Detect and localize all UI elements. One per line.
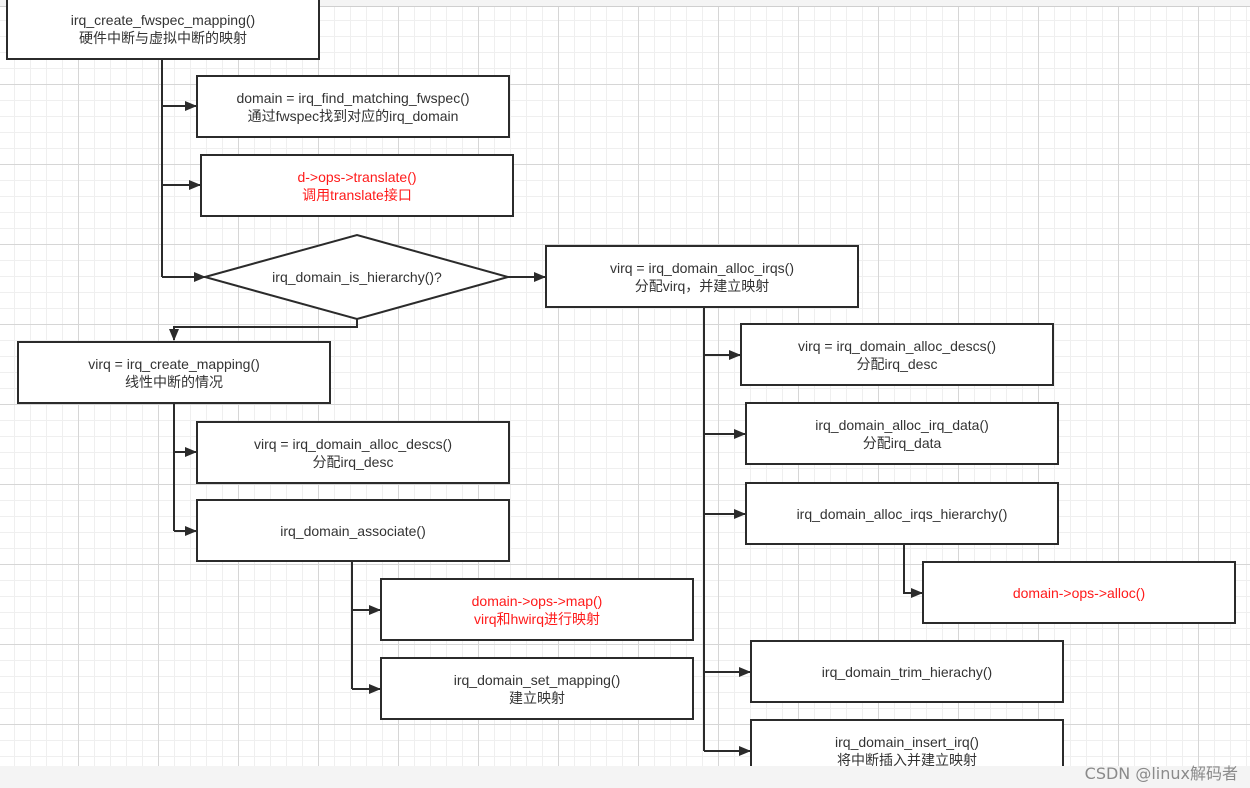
arrow-to-ops-alloc	[903, 545, 923, 598]
node-label-line1: virq = irq_domain_alloc_irqs()	[609, 259, 795, 276]
node-irq-domain-alloc-irq-data[interactable]: irq_domain_alloc_irq_data() 分配irq_data	[745, 402, 1059, 465]
canvas-bottom-bar	[0, 766, 1250, 788]
node-irq-domain-set-mapping[interactable]: irq_domain_set_mapping() 建立映射	[380, 657, 694, 720]
node-label-line1: irq_domain_alloc_irq_data()	[815, 416, 989, 433]
node-ops-translate[interactable]: d->ops->translate() 调用translate接口	[200, 154, 514, 217]
node-label-line2: 分配irq_desc	[856, 355, 938, 372]
decision-diamond	[201, 233, 512, 321]
node-label-line1: domain = irq_find_matching_fwspec()	[236, 89, 470, 106]
decision-label-irq-domain-is-hierarchy[interactable]: irq_domain_is_hierarchy()?	[230, 262, 484, 292]
node-label-line1: irq_domain_alloc_irqs_hierarchy()	[796, 505, 1008, 522]
node-label-line1: irq_domain_associate()	[280, 522, 426, 539]
node-label-line2: 将中断插入并建立映射	[837, 751, 977, 768]
decision-label-text: irq_domain_is_hierarchy()?	[272, 269, 442, 285]
node-label-line1: domain->ops->alloc()	[1012, 584, 1146, 601]
node-label-line2: 调用translate接口	[302, 186, 412, 203]
node-label-line2: 分配irq_data	[862, 434, 942, 451]
arrow-to-create-mapping	[169, 319, 358, 341]
node-label-line2: 分配virq，并建立映射	[634, 277, 770, 294]
node-irq-create-fwspec-mapping[interactable]: irq_create_fwspec_mapping() 硬件中断与虚拟中断的映射	[6, 0, 320, 60]
node-label-line2: 硬件中断与虚拟中断的映射	[79, 30, 247, 46]
node-ops-map[interactable]: domain->ops->map() virq和hwirq进行映射	[380, 578, 694, 641]
node-irq-domain-alloc-descs-right[interactable]: virq = irq_domain_alloc_descs() 分配irq_de…	[740, 323, 1054, 386]
node-irq-find-matching-fwspec[interactable]: domain = irq_find_matching_fwspec() 通过fw…	[196, 75, 510, 138]
node-label-line1: virq = irq_domain_alloc_descs()	[797, 337, 997, 354]
node-irq-domain-associate[interactable]: irq_domain_associate()	[196, 499, 510, 562]
node-label-line2: virq和hwirq进行映射	[473, 610, 600, 627]
node-irq-create-mapping[interactable]: virq = irq_create_mapping() 线性中断的情况	[17, 341, 331, 404]
node-label-line1: irq_domain_insert_irq()	[835, 733, 979, 750]
node-label-line1: d->ops->translate()	[297, 168, 417, 185]
node-label-line1: domain->ops->map()	[471, 592, 603, 609]
node-irq-domain-alloc-descs-left[interactable]: virq = irq_domain_alloc_descs() 分配irq_de…	[196, 421, 510, 484]
node-irq-domain-alloc-irqs-hierarchy[interactable]: irq_domain_alloc_irqs_hierarchy()	[745, 482, 1059, 545]
canvas-top-bar	[0, 0, 1250, 7]
node-label-line2: 建立映射	[509, 689, 565, 706]
node-label-line1: irq_domain_set_mapping()	[453, 671, 621, 688]
node-irq-domain-trim-hierachy[interactable]: irq_domain_trim_hierachy()	[750, 640, 1064, 703]
node-label-line2: 分配irq_desc	[312, 453, 394, 470]
node-label-line1: irq_create_fwspec_mapping()	[70, 12, 256, 28]
node-label-line1: virq = irq_create_mapping()	[88, 355, 260, 372]
node-label-line2: 通过fwspec找到对应的irq_domain	[247, 107, 459, 124]
node-label-line1: irq_domain_trim_hierachy()	[821, 663, 993, 680]
watermark-text: CSDN @linux解码者	[1084, 764, 1238, 783]
node-irq-domain-alloc-irqs[interactable]: virq = irq_domain_alloc_irqs() 分配virq，并建…	[545, 245, 859, 308]
node-ops-alloc[interactable]: domain->ops->alloc()	[922, 561, 1236, 624]
node-label-line1: virq = irq_domain_alloc_descs()	[253, 435, 453, 452]
node-label-line2: 线性中断的情况	[125, 373, 223, 390]
